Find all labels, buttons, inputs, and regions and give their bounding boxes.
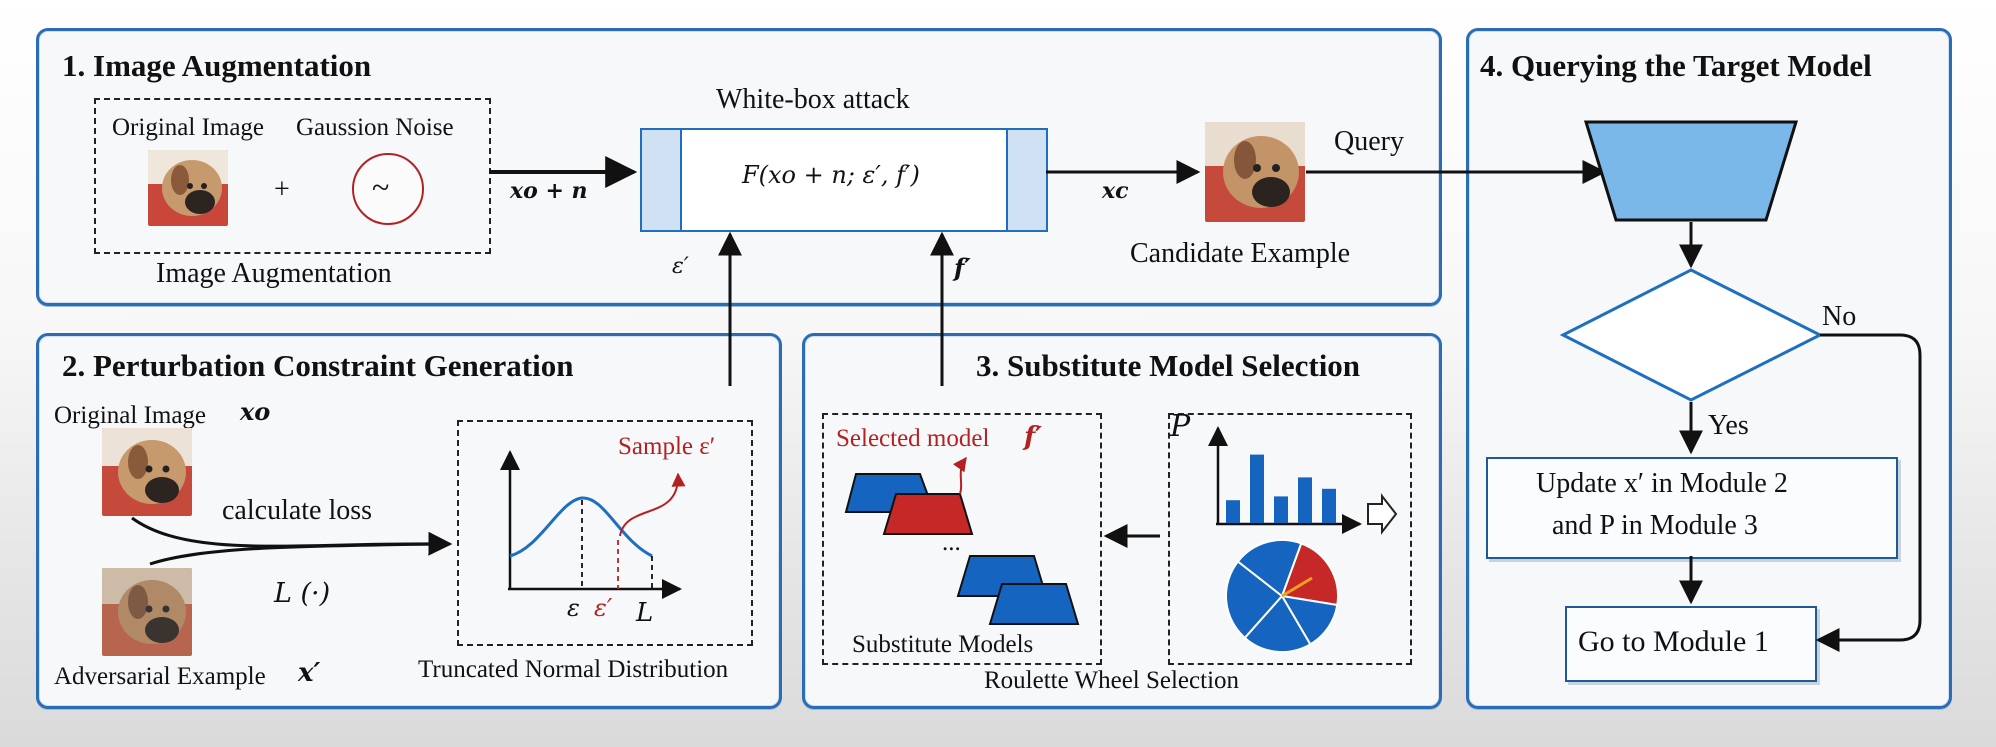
original-image-thumbnail-2 bbox=[102, 428, 192, 516]
whitebox-right-bar bbox=[1006, 130, 1046, 230]
decision-label: Transferable? bbox=[1592, 318, 1745, 349]
module-1-title: 1. Image Augmentation bbox=[62, 48, 372, 83]
models-dashed-box bbox=[822, 413, 1102, 665]
augmentation-caption: Image Augmentation bbox=[156, 258, 392, 289]
loss-symbol: L (·) bbox=[274, 578, 331, 609]
epsilon-input-label: ε′ bbox=[672, 254, 689, 279]
augmentation-dashed-box bbox=[94, 98, 491, 254]
adversarial-symbol: x′ bbox=[298, 658, 321, 688]
yes-label: Yes bbox=[1708, 410, 1749, 441]
adversarial-image-thumbnail bbox=[102, 568, 192, 656]
original-image-label-2: Original Image bbox=[54, 402, 207, 429]
roulette-caption: Roulette Wheel Selection bbox=[984, 667, 1240, 694]
plus-sign: + bbox=[274, 174, 290, 205]
sample-epsilon-label: Sample ε′ bbox=[618, 433, 716, 460]
target-model-label-line1: Target bbox=[1640, 134, 1711, 165]
update-line-2: and P in Module 3 bbox=[1552, 510, 1758, 541]
augmented-input-label: xo + n bbox=[510, 178, 588, 204]
module-4-title: 4. Querying the Target Model bbox=[1480, 48, 1872, 83]
selected-model-symbol: f′ bbox=[1024, 422, 1043, 452]
gaussian-noise-label: Gaussion Noise bbox=[296, 114, 454, 141]
whitebox-title: White-box attack bbox=[716, 84, 910, 115]
whitebox-formula: F(xo + n; ε′, f′) bbox=[742, 161, 920, 189]
module-3-title: 3. Substitute Model Selection bbox=[976, 348, 1361, 383]
gaussian-noise-icon bbox=[352, 153, 424, 225]
target-model-label-line2: Model bbox=[1642, 176, 1716, 207]
probability-symbol: P bbox=[1170, 409, 1191, 444]
axis-L-label: L bbox=[636, 598, 654, 628]
selected-model-label: Selected model bbox=[836, 425, 990, 452]
adversarial-label: Adversarial Example bbox=[54, 663, 266, 690]
axis-epsilon-prime-label: ε′ bbox=[594, 594, 613, 622]
original-image-thumbnail bbox=[148, 150, 228, 226]
original-image-label: Original Image bbox=[112, 114, 265, 141]
original-symbol: xo bbox=[240, 397, 271, 426]
models-ellipsis: ... bbox=[942, 529, 961, 556]
calculate-loss-label: calculate loss bbox=[222, 495, 373, 526]
goto-label: Go to Module 1 bbox=[1578, 625, 1769, 658]
query-label: Query bbox=[1334, 126, 1404, 157]
noise-symbol: ~ bbox=[372, 169, 390, 205]
candidate-caption: Candidate Example bbox=[1130, 238, 1351, 269]
distribution-dashed-box bbox=[457, 420, 753, 646]
roulette-dashed-box bbox=[1168, 413, 1412, 665]
model-input-label: f′ bbox=[954, 253, 971, 282]
goto-box bbox=[1565, 606, 1817, 682]
distribution-caption: Truncated Normal Distribution bbox=[418, 656, 729, 683]
whitebox-attack-box bbox=[640, 128, 1048, 232]
module-2-title: 2. Perturbation Constraint Generation bbox=[62, 348, 574, 383]
candidate-input-label: xc bbox=[1102, 178, 1129, 204]
update-line-1: Update x′ in Module 2 bbox=[1536, 468, 1788, 499]
substitute-models-caption: Substitute Models bbox=[852, 631, 1034, 658]
axis-epsilon-label: ε bbox=[567, 594, 580, 622]
no-label: No bbox=[1822, 301, 1857, 332]
whitebox-left-bar bbox=[642, 130, 682, 230]
candidate-image-thumbnail bbox=[1205, 122, 1305, 222]
